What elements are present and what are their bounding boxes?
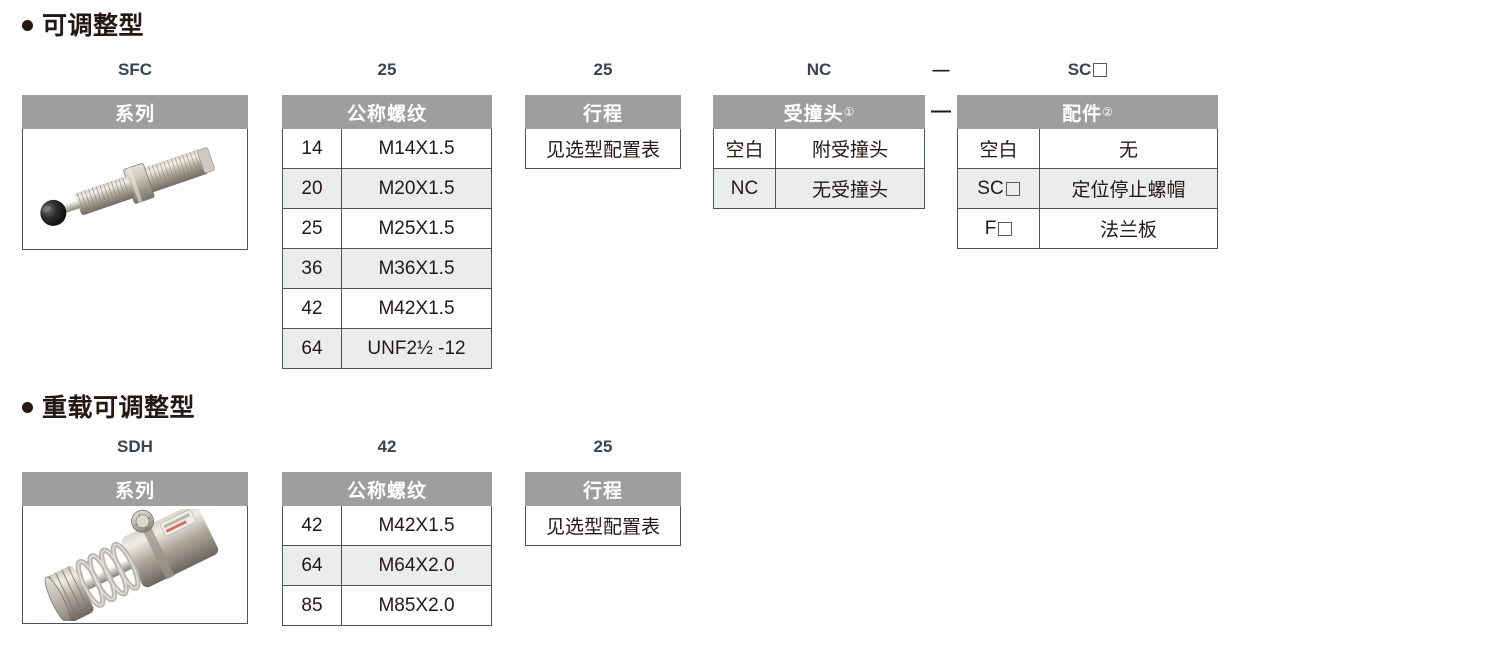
footnote-marker-1: ① — [843, 105, 855, 119]
bullet-icon — [22, 19, 33, 31]
table-body-impact-head: 空白 附受撞头 NC 无受撞头 — [713, 129, 925, 209]
cell-code: F — [958, 209, 1040, 248]
table-header-nominal-thread: 公称螺纹 — [282, 472, 492, 506]
cell-value: M64X2.0 — [378, 554, 455, 576]
table-row[interactable]: 14 M14X1.5 — [283, 129, 491, 169]
cell-value: 无受撞头 — [811, 180, 888, 201]
cell-code: 42 — [283, 289, 342, 328]
table-row[interactable]: 64 M64X2.0 — [283, 546, 491, 586]
table-body-accessory: 空白 无 SC 定位停止螺帽 F 法兰板 — [957, 129, 1218, 249]
cell-value: 见选型配置表 — [545, 140, 660, 161]
table-series-heavy-duty: 系列 — [22, 472, 248, 624]
cell-value: M25X1.5 — [378, 217, 455, 239]
section-title: 可调整型 — [42, 12, 145, 40]
product-image-adjustable-shock-absorber — [22, 129, 248, 250]
cell-code: 36 — [283, 249, 342, 288]
code-label-series-sfc: SFC — [118, 60, 152, 79]
table-stroke-adjustable: 行程 见选型配置表 — [525, 95, 681, 169]
cell-code: 42 — [283, 506, 342, 545]
cell-value: 附受撞头 — [811, 140, 888, 161]
code-label-stroke-25-heavy: 25 — [593, 437, 613, 456]
cell-code: 20 — [283, 169, 342, 208]
table-header-series: 系列 — [22, 95, 248, 129]
table-body-stroke: 见选型配置表 — [525, 506, 681, 546]
cell-value: M20X1.5 — [378, 177, 455, 199]
table-row[interactable]: 36 M36X1.5 — [283, 249, 491, 289]
code-separator-dash-top: — — [932, 60, 950, 79]
cell-value: M14X1.5 — [378, 137, 455, 159]
cell-value: UNF2½ -12 — [367, 337, 466, 359]
table-series-adjustable: 系列 — [22, 95, 248, 250]
code-label-stroke-25: 25 — [593, 60, 613, 79]
cell-code: 64 — [283, 329, 342, 368]
table-body-stroke: 见选型配置表 — [525, 129, 681, 169]
placeholder-square-icon — [1093, 63, 1108, 77]
cell-code: SC — [958, 169, 1040, 208]
table-body-nominal-thread: 42 M42X1.5 64 M64X2.0 85 M85X2.0 — [282, 506, 492, 626]
code-separator-dash-middle: — — [931, 100, 951, 122]
cell-code: NC — [714, 169, 776, 208]
table-row[interactable]: 见选型配置表 — [526, 129, 680, 168]
placeholder-square-icon — [998, 221, 1013, 236]
cell-code: 14 — [283, 129, 342, 168]
table-row[interactable]: 85 M85X2.0 — [283, 586, 491, 625]
code-label-thread-42: 42 — [377, 437, 397, 456]
table-row[interactable]: 25 M25X1.5 — [283, 209, 491, 249]
cell-value: 法兰板 — [1099, 220, 1157, 241]
cell-value: 无 — [1118, 140, 1138, 161]
table-header-series: 系列 — [22, 472, 248, 506]
table-nominal-thread-heavy-duty: 公称螺纹 42 M42X1.5 64 M64X2.0 85 M85X2.0 — [282, 472, 492, 626]
product-image-heavy-duty-shock-absorber — [22, 506, 248, 624]
cell-value: M42X1.5 — [378, 514, 455, 536]
cell-value: M36X1.5 — [378, 257, 455, 279]
footnote-marker-2: ② — [1102, 105, 1113, 119]
cell-code: 25 — [283, 209, 342, 248]
cell-code: 空白 — [958, 129, 1040, 168]
code-label-thread-25: 25 — [377, 60, 397, 79]
table-row[interactable]: 20 M20X1.5 — [283, 169, 491, 209]
cell-code: 空白 — [714, 129, 776, 168]
cell-code: 85 — [283, 586, 342, 625]
code-label-accessory-sc: SC — [957, 60, 1218, 80]
table-row[interactable]: 空白 无 — [958, 129, 1217, 169]
section-heading-adjustable: 可调整型 — [22, 6, 144, 42]
shock-absorber-illustration — [40, 147, 215, 226]
table-header-stroke: 行程 — [525, 472, 681, 506]
placeholder-square-icon — [1005, 181, 1020, 196]
table-nominal-thread-adjustable: 公称螺纹 14 M14X1.5 20 M20X1.5 25 M25X1.5 36… — [282, 95, 492, 369]
heavy-duty-shock-absorber-illustration — [44, 508, 219, 621]
table-row[interactable]: 见选型配置表 — [526, 506, 680, 545]
cell-value: 定位停止螺帽 — [1071, 180, 1186, 201]
code-label-series-sdh: SDH — [117, 437, 153, 456]
cell-value: 见选型配置表 — [545, 517, 660, 538]
table-row[interactable]: 空白 附受撞头 — [714, 129, 924, 169]
table-header-nominal-thread: 公称螺纹 — [282, 95, 492, 129]
bullet-icon — [22, 401, 33, 413]
section-title: 重载可调整型 — [42, 394, 196, 422]
cell-code: 64 — [283, 546, 342, 585]
section-heading-heavy-duty-adjustable: 重载可调整型 — [22, 388, 195, 424]
table-stroke-heavy-duty: 行程 见选型配置表 — [525, 472, 681, 546]
table-header-stroke: 行程 — [525, 95, 681, 129]
cell-value: M85X2.0 — [378, 594, 455, 616]
code-label-impact-head-nc: NC — [806, 60, 832, 79]
table-row[interactable]: F 法兰板 — [958, 209, 1217, 248]
table-body-nominal-thread: 14 M14X1.5 20 M20X1.5 25 M25X1.5 36 M36X… — [282, 129, 492, 369]
table-row[interactable]: 42 M42X1.5 — [283, 289, 491, 329]
table-row[interactable]: 64 UNF2½ -12 — [283, 329, 491, 368]
cell-value: M42X1.5 — [378, 297, 455, 319]
table-row[interactable]: SC 定位停止螺帽 — [958, 169, 1217, 209]
table-row[interactable]: 42 M42X1.5 — [283, 506, 491, 546]
table-row[interactable]: NC 无受撞头 — [714, 169, 924, 208]
